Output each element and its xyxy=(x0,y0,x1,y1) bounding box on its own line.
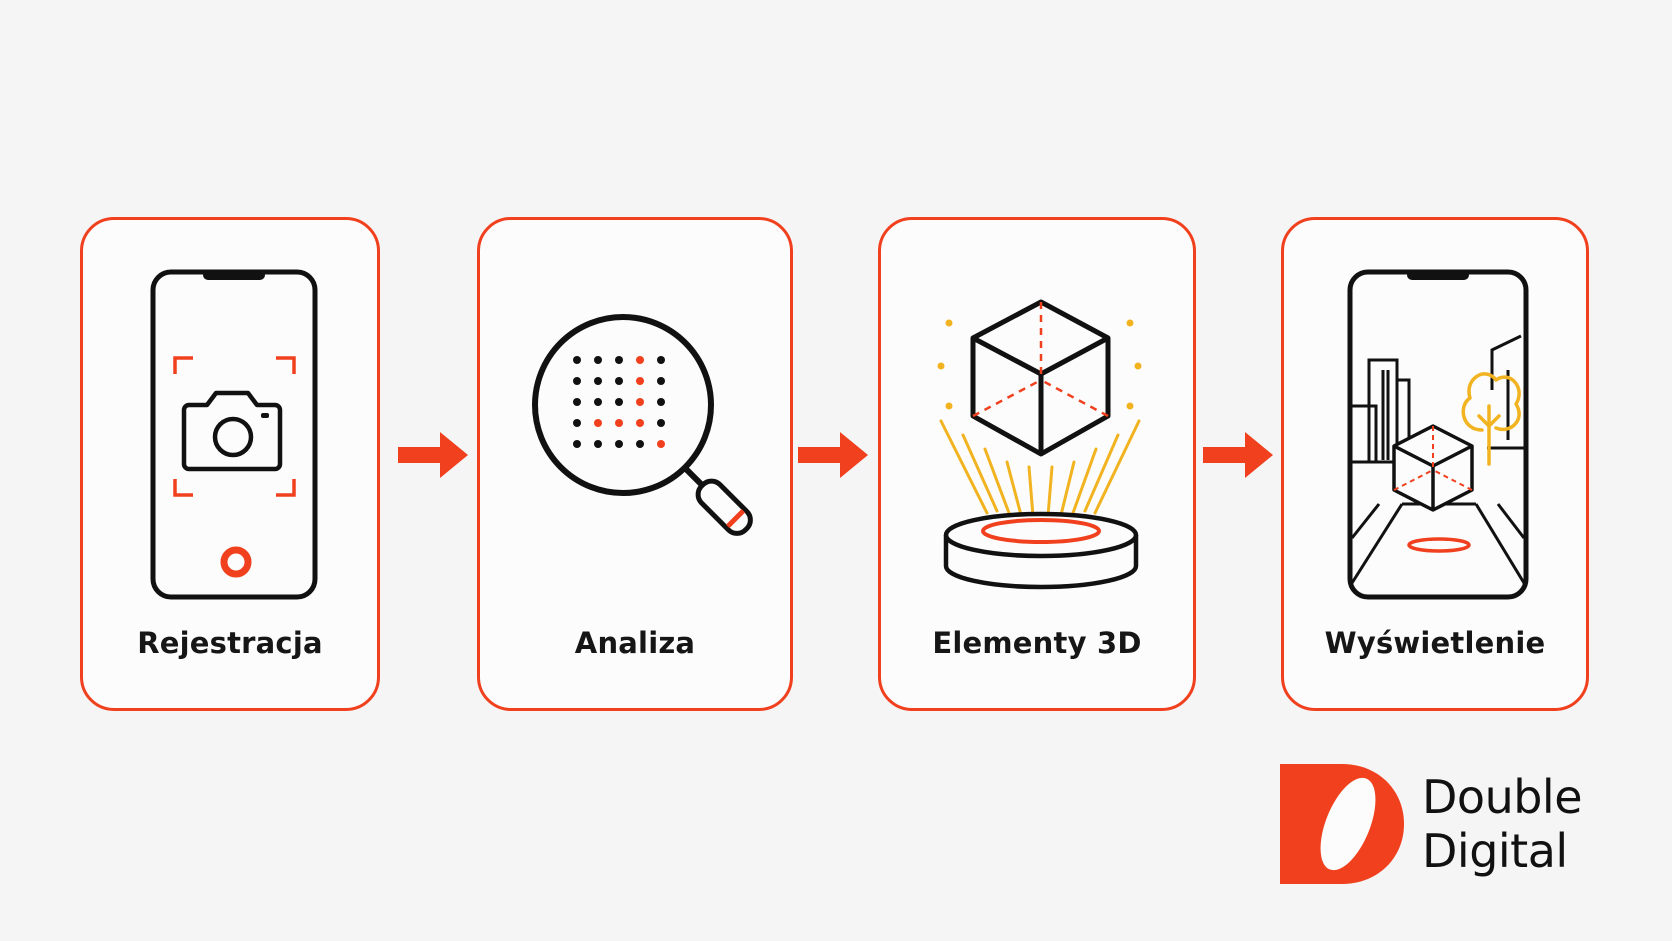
magnifier-dots-icon xyxy=(532,314,753,536)
data-dot xyxy=(657,440,665,448)
data-dot xyxy=(636,440,644,448)
data-dot xyxy=(573,440,581,448)
step-card-registration: Rejestracja xyxy=(80,217,380,711)
data-dot xyxy=(636,377,644,385)
step-label: Wyświetlenie xyxy=(1324,626,1546,660)
phone-ar-scene-icon xyxy=(1347,269,1529,600)
data-dot xyxy=(657,419,665,427)
phone-camera-icon xyxy=(150,269,318,600)
data-dot xyxy=(657,398,665,406)
brand-line-2: Digital xyxy=(1422,824,1568,878)
data-dot xyxy=(657,356,665,364)
step-label: Elementy 3D xyxy=(932,626,1142,660)
step-card-3d-elements: Elementy 3D xyxy=(878,217,1196,711)
data-dot xyxy=(615,440,623,448)
step-card-display: Wyświetlenie xyxy=(1281,217,1589,711)
data-dot xyxy=(615,419,623,427)
data-dot xyxy=(573,356,581,364)
step-card-analysis: Analiza xyxy=(477,217,793,711)
data-dot xyxy=(615,398,623,406)
data-dot xyxy=(615,377,623,385)
data-dot xyxy=(594,419,602,427)
arrow-right-icon xyxy=(798,430,870,484)
data-dot xyxy=(594,377,602,385)
arrow-right-icon xyxy=(1203,430,1275,484)
data-dot xyxy=(615,356,623,364)
arrow-right-icon xyxy=(398,430,470,484)
brand-wordmark: Double Digital xyxy=(1422,770,1583,878)
brand-line-1: Double xyxy=(1422,770,1583,824)
data-dot xyxy=(636,419,644,427)
data-dot xyxy=(594,440,602,448)
data-dot xyxy=(657,377,665,385)
data-dot xyxy=(594,398,602,406)
data-dot xyxy=(594,356,602,364)
step-label: Rejestracja xyxy=(137,626,323,660)
data-dot xyxy=(636,398,644,406)
data-dot xyxy=(573,377,581,385)
data-dot xyxy=(636,356,644,364)
step-label: Analiza xyxy=(574,626,696,660)
data-dot xyxy=(573,398,581,406)
double-digital-logo-icon xyxy=(1280,764,1404,884)
hologram-cube-icon xyxy=(937,299,1142,590)
data-dot xyxy=(573,419,581,427)
